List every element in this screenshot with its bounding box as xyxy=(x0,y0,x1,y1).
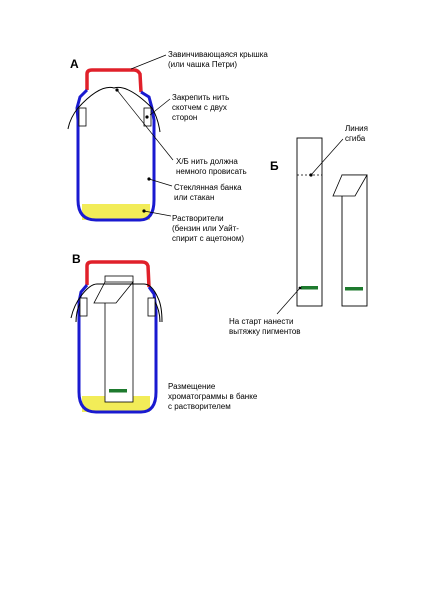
label-fold-line1: Линия xyxy=(345,124,368,133)
label-start-line1: На старт нанести xyxy=(229,317,294,326)
cotton-thread-b xyxy=(70,283,163,323)
leader-jar xyxy=(148,178,173,187)
paper-fold-flap-b xyxy=(93,281,134,304)
glass-jar xyxy=(75,88,156,222)
tape-dot xyxy=(145,115,149,119)
leader-solvent xyxy=(143,210,172,217)
label-lid-line2: (или чашка Петри) xyxy=(168,60,237,69)
panel-b-letter: В xyxy=(72,252,81,266)
paper-strip-unfolded xyxy=(296,137,323,307)
folded-flap xyxy=(332,174,368,197)
panel-v: Б Линия сгиба На старт нанести вытяжку п… xyxy=(229,124,368,336)
label-jar-line1: Стеклянная банка xyxy=(174,183,242,192)
leader-thread xyxy=(116,89,174,161)
panel-a-letter: А xyxy=(70,57,79,71)
panel-b: В Размещение хроматограммы в банке с рас… xyxy=(70,252,258,414)
pigment-start-unfolded xyxy=(301,286,318,290)
tape-right-b xyxy=(147,297,156,317)
jar-dot xyxy=(147,177,151,181)
label-fold-line2: сгиба xyxy=(345,134,366,143)
label-placement-line1: Размещение xyxy=(168,382,216,391)
jar-lid-b xyxy=(85,260,151,288)
label-tape-line3: сторон xyxy=(172,113,197,122)
paper-strip-folded xyxy=(341,174,368,307)
pigment-start-folded xyxy=(345,287,363,291)
solvent-dot xyxy=(142,209,146,213)
solvent-layer xyxy=(82,204,150,220)
label-thread-line1: Х/Б нить должна xyxy=(176,157,238,166)
label-thread-line2: немного провисать xyxy=(176,167,247,176)
cotton-thread xyxy=(67,86,161,133)
label-start-line2: вытяжку пигментов xyxy=(229,327,301,336)
panel-v-letter: Б xyxy=(270,159,279,173)
label-placement-line2: хроматограммы в банке xyxy=(168,392,258,401)
tape-left xyxy=(78,107,87,127)
glass-jar-b xyxy=(77,284,158,414)
label-solvent-line1: Растворители xyxy=(172,214,224,223)
thread-end-left-b xyxy=(75,302,81,323)
pigment-start-b xyxy=(109,389,127,393)
leader-fold xyxy=(310,138,344,176)
label-jar-line2: или стакан xyxy=(174,193,214,202)
jar-lid xyxy=(85,68,143,93)
label-placement-line3: с растворителем xyxy=(168,402,231,411)
label-solvent-line2: (бензин или Уайт- xyxy=(172,224,239,233)
leader-lid xyxy=(130,54,167,70)
leader-start xyxy=(276,287,301,315)
label-lid-line1: Завинчивающаяся крышка xyxy=(168,50,268,59)
label-tape-line1: Закрепить нить xyxy=(172,93,229,102)
label-tape-line2: скотчем с двух xyxy=(172,103,227,112)
leader-tape xyxy=(149,98,171,116)
label-solvent-line3: спирит с ацетоном) xyxy=(172,234,244,243)
thread-dot xyxy=(115,88,119,92)
tape-left-b xyxy=(79,297,88,317)
panel-a: А Завинчивающаяся крышка (или чашка Петр… xyxy=(67,50,268,243)
